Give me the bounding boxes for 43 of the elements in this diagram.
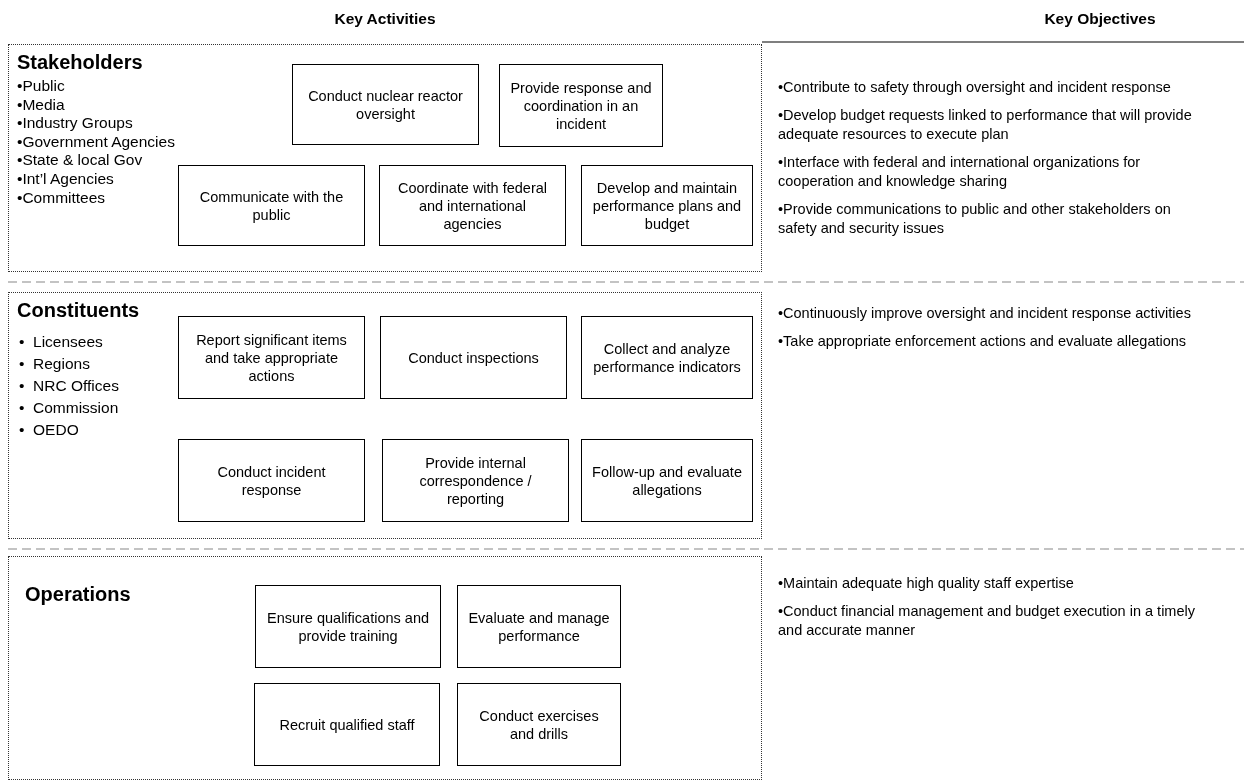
list-item: •Public	[17, 77, 66, 96]
section-panel	[8, 292, 762, 539]
list-item: • OEDO	[19, 420, 80, 440]
objective-item: •Continuously improve oversight and incident response activities	[778, 304, 1192, 323]
activity-box: Conduct inspections	[380, 316, 567, 399]
objective-item: •Maintain adequate high quality staff expertise	[778, 574, 1075, 593]
activity-box: Follow-up and evaluate allegations	[581, 439, 753, 522]
activity-box: Report significant items and take appropriate actions	[178, 316, 365, 399]
list-item: • Commission	[19, 398, 119, 418]
objective-item: •Contribute to safety through oversight and incident response	[778, 78, 1172, 97]
column-header: Key Objectives	[1043, 10, 1157, 28]
activity-box: Conduct exercises and drills	[457, 683, 621, 766]
activity-box: Provide internal correspondence / reporting	[382, 439, 569, 522]
activity-box: Collect and analyze performance indicators	[581, 316, 753, 399]
activity-box: Evaluate and manage performance	[457, 585, 621, 668]
list-item: • Licensees	[19, 332, 104, 352]
list-item: •Int’l Agencies	[17, 169, 115, 189]
list-item: •Government Agencies	[17, 132, 175, 152]
objective-item: •Provide communications to public and other stakeholders on safety and security issues	[778, 200, 1172, 238]
list-item: •Media	[17, 95, 66, 115]
section-heading: Operations	[25, 583, 131, 606]
list-item: • Regions	[19, 354, 91, 374]
section-heading: Constituents	[17, 299, 140, 322]
objective-item: •Conduct financial management and budget execution in a timely and accurate manner	[778, 602, 1196, 640]
section-panel	[8, 44, 762, 272]
activity-box: Communicate with the public	[178, 165, 365, 246]
list-item: • NRC Offices	[19, 376, 119, 396]
activity-box: Recruit qualified staff	[254, 683, 440, 766]
list-item: •Industry Groups	[17, 114, 134, 133]
activity-box: Provide response and coordination in an incident	[499, 64, 663, 147]
activity-box: Ensure qualifications and provide training	[255, 585, 441, 668]
activity-box: Conduct incident response	[178, 439, 365, 522]
objective-item: •Interface with federal and international organizations for cooperation and knowledge sharing	[778, 153, 1142, 191]
activity-box: Develop and maintain performance plans and budget	[581, 165, 753, 246]
list-item: •State & local Gov	[17, 151, 144, 170]
list-item: •Committees	[17, 188, 107, 208]
objective-item: •Develop budget requests linked to performance that will provide adequate resources to execute plan	[778, 106, 1193, 144]
activity-box: Conduct nuclear reactor oversight	[292, 64, 479, 145]
column-header: Key Activities	[333, 10, 437, 28]
objective-item: •Take appropriate enforcement actions and evaluate allegations	[778, 332, 1188, 351]
section-panel	[8, 556, 762, 780]
section-heading: Stakeholders	[17, 51, 143, 74]
activity-box: Coordinate with federal and international agencies	[379, 165, 566, 246]
